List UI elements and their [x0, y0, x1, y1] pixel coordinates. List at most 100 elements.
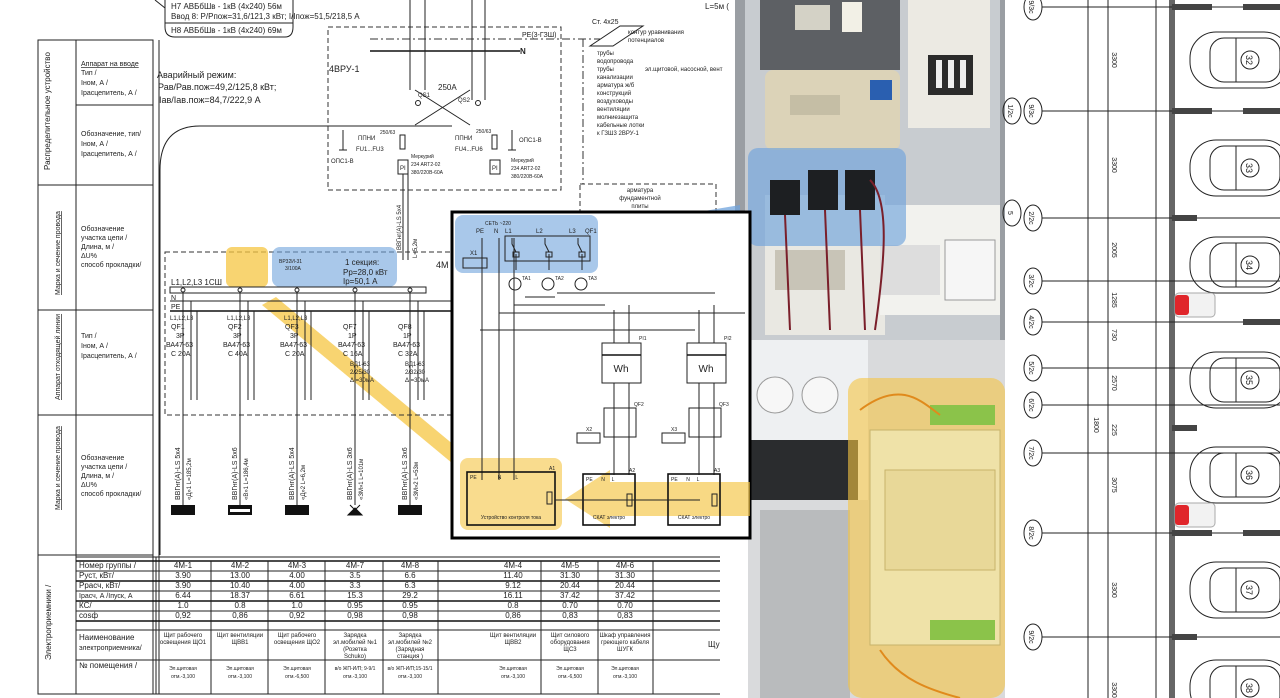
cell-pust: 11.40 [503, 571, 523, 580]
n-label: N [494, 229, 498, 235]
column [1243, 530, 1280, 536]
side-table: Распределительное устройство Аппарат на … [37, 39, 160, 695]
ta-label: TA1 [522, 276, 531, 282]
dimension-label: 3300 [1110, 52, 1117, 68]
cell-group: 4М-1 [174, 561, 193, 570]
bus-l-label: L1,L2,L3 1СШ [171, 278, 222, 287]
meter-text: 380/220В-60А [411, 170, 444, 176]
cell-pust: 13.00 [230, 571, 251, 580]
meter-label: PI2 [724, 336, 732, 342]
axis-label: 8/2с [1027, 526, 1034, 540]
car-outline [1189, 351, 1280, 409]
cell-prasch: 10.40 [230, 581, 251, 590]
axis-label: 1/2с [1006, 104, 1013, 118]
breaker-name: QF3 [285, 324, 299, 331]
current-transformer [770, 180, 800, 215]
breaker-poles: 1P [403, 333, 412, 340]
desc-line: участка цепи / [81, 235, 127, 242]
car-outline [1189, 659, 1280, 698]
car-outline [1189, 31, 1280, 89]
cell-name: освещения ЩО2 [274, 640, 321, 646]
cable-type: ВВГнг(А)-LS 3x6 [347, 447, 354, 500]
module-label: A2 [629, 468, 635, 474]
cell-room: в/о ЖП-И/П; 9-9/1 [335, 666, 376, 672]
car-cabin [1209, 452, 1280, 498]
row-label: Номер группы / [79, 561, 137, 570]
module-caption: СКАТ электро [678, 515, 710, 521]
spot-number: 35 [1244, 375, 1254, 385]
desc-line: способ прокладки/ [81, 490, 141, 498]
desc-line: участка цепи / [81, 464, 127, 471]
grounding-item: конструкций [597, 90, 631, 97]
load-icon [398, 505, 422, 515]
row-label: Наименование [79, 633, 135, 642]
desc-line: Iрасцепитель, А / [81, 353, 137, 360]
rcd-text: 2/32/30 [405, 370, 426, 376]
meter-label: PI1 [639, 336, 647, 342]
cell-room: Эл.щитовая [169, 666, 197, 672]
distribution-panel: 4М ВР32И-31 3/100А 1 секция: Рр=28,0 кВт… [164, 247, 456, 516]
breaker-rating: С 40А [228, 351, 248, 358]
spot-number-circle [1240, 370, 1260, 390]
cell-name: Schuko) [344, 654, 366, 660]
desc-line: Обозначение [81, 225, 124, 233]
grounding-item: молниезащита [597, 115, 639, 121]
axis-label: 5/2с [1027, 361, 1034, 375]
row-label: cosф [79, 611, 98, 620]
breaker-box [603, 407, 637, 438]
cell-prasch: 9.12 [505, 581, 521, 590]
breaker-rating: С 20А [171, 351, 191, 358]
qf-label: QF2 [634, 402, 644, 408]
load-icon-inner [230, 509, 250, 512]
panel-name: 4ВРУ-1 [329, 64, 360, 74]
dimension-label: 225 [1110, 424, 1117, 436]
cell-cos: 0,83 [617, 611, 633, 620]
current-transformer-icon [508, 277, 522, 291]
breaker-poles: 1P [348, 333, 357, 340]
spot-number: 38 [1244, 683, 1254, 693]
spd-right: ОПС1-В [519, 138, 542, 144]
breaker-name: QF7 [343, 324, 357, 331]
note-line-1: Ввод 8: Р/Рпож=31,6/121,3 кВт; I/Iпож=51… [171, 12, 360, 21]
cell-pust: 4.00 [289, 571, 305, 580]
car-outline [1189, 561, 1280, 619]
desc-line: способ прокладки/ [81, 261, 141, 269]
qf-label: QF3 [719, 402, 729, 408]
cable-line: «Д»1 L=185,2м [187, 458, 193, 500]
term-l: L [515, 475, 518, 481]
foundation-text: арматура [627, 188, 654, 194]
ta-label: TA2 [555, 276, 564, 282]
cell-pust: 3.5 [349, 571, 361, 580]
car-cabin [1209, 37, 1280, 83]
trip-coil [578, 251, 586, 258]
emergency-power: Рав/Рав.пож=49,2/125,8 кВт; [158, 82, 276, 92]
car-cabin [1209, 145, 1280, 191]
desc-line: Длина, м / [81, 473, 114, 480]
term-l: L [612, 477, 615, 483]
breaker-name: QF2 [228, 324, 242, 331]
energy-meter [601, 342, 642, 384]
cell-ks: 1.0 [291, 601, 303, 610]
bus-tap [180, 287, 186, 293]
cell-room: Эл.щитовая [611, 666, 639, 672]
spot-number-circle [1240, 678, 1260, 698]
column [1243, 4, 1280, 10]
column [1172, 108, 1212, 114]
cell-prasch: 20.44 [560, 581, 581, 590]
spot-number: 34 [1244, 260, 1254, 270]
cell-ks: 0.8 [234, 601, 246, 610]
cell-irasch: 29.2 [402, 591, 418, 600]
cable-type: ВВГнг(А)-LS 5x4 [175, 447, 182, 500]
column [1243, 319, 1280, 325]
dimension-label: 1285 [1110, 292, 1117, 308]
heading-loads: Электроприемники / [44, 584, 53, 660]
qs2-label: QS2 [458, 98, 471, 104]
cell-name: (Зарядная [396, 647, 425, 653]
frame-outline [159, 125, 452, 171]
cell-name: Щит рабочего [164, 633, 203, 639]
ta-label: TA3 [588, 276, 597, 282]
desc-type: Тип / [81, 70, 97, 77]
spot-number: 32 [1244, 55, 1254, 65]
l3-label: L3 [569, 229, 576, 235]
